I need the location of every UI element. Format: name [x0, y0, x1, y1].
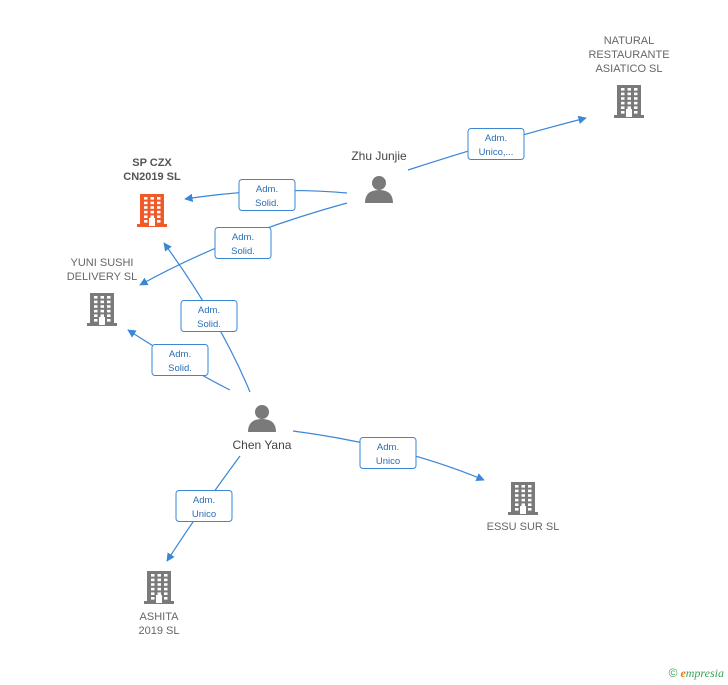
company-node-natural[interactable]: NATURAL RESTAURANTE ASIATICO SL: [588, 35, 670, 118]
person-icon: [365, 176, 393, 203]
person-icon: [248, 405, 276, 432]
person-name: Chen Yana: [233, 438, 292, 452]
role-label-text: Adm.: [198, 305, 220, 316]
company-name: NATURAL: [604, 35, 655, 47]
person-name: Zhu Junjie: [351, 149, 407, 163]
role-label-text: Unico,...: [479, 147, 514, 158]
building-icon: [137, 194, 167, 227]
copyright-symbol: ©: [668, 666, 678, 680]
role-label-text: Adm.: [485, 133, 507, 144]
edge-zhu-spczx: Adm. Solid.: [184, 179, 348, 211]
role-label-box[interactable]: [151, 344, 209, 376]
company-node-essu[interactable]: ESSU SUR SL: [487, 482, 560, 533]
role-label-box[interactable]: [180, 300, 238, 332]
brand-initial: e: [680, 666, 686, 680]
role-label-box[interactable]: [467, 128, 525, 160]
role-label-text: Solid.: [255, 198, 279, 209]
edge-chen-ashita: Adm. Unico: [166, 455, 241, 562]
role-label-text: Adm.: [256, 184, 278, 195]
building-icon: [614, 85, 644, 118]
role-label-text: Adm.: [377, 442, 399, 453]
building-icon: [87, 293, 117, 326]
role-label-text: Solid.: [168, 363, 192, 374]
company-name: ASHITA: [140, 611, 180, 623]
role-label-box[interactable]: [214, 227, 272, 259]
company-name: ESSU SUR SL: [487, 521, 560, 533]
brand-name: mpresia: [685, 666, 724, 680]
edge-chen-yuni: Adm. Solid.: [127, 329, 231, 391]
company-name: RESTAURANTE: [588, 49, 669, 61]
edge-zhu-natural: Adm. Unico,...: [407, 115, 587, 171]
edge-zhu-yuni: Adm. Solid.: [139, 202, 348, 286]
company-name: SP CZX: [132, 157, 172, 169]
company-node-yuni[interactable]: YUNI SUSHI DELIVERY SL: [67, 257, 138, 326]
role-label-text: Solid.: [231, 246, 255, 257]
empresia-watermark: © empresia: [669, 666, 724, 681]
company-name: CN2019 SL: [123, 171, 181, 183]
building-icon: [508, 482, 538, 515]
role-label-box[interactable]: [175, 490, 233, 522]
role-label-text: Unico: [192, 509, 216, 520]
company-name: ASIATICO SL: [595, 63, 662, 75]
role-label-text: Adm.: [169, 349, 191, 360]
company-name: YUNI SUSHI: [71, 257, 134, 269]
role-label-box[interactable]: [238, 179, 296, 211]
role-label-text: Adm.: [232, 232, 254, 243]
role-label-text: Solid.: [197, 319, 221, 330]
building-icon: [144, 571, 174, 604]
person-node-zhu[interactable]: Zhu Junjie: [351, 149, 407, 203]
company-node-ashita[interactable]: ASHITA 2019 SL: [139, 571, 180, 637]
role-label-text: Unico: [376, 456, 400, 467]
company-name: DELIVERY SL: [67, 271, 138, 283]
company-node-spczx[interactable]: SP CZX CN2019 SL: [123, 157, 181, 227]
company-name: 2019 SL: [139, 625, 180, 637]
role-label-box[interactable]: [359, 437, 417, 469]
edge-chen-spczx: Adm. Solid.: [163, 242, 251, 393]
edge-chen-essu: Adm. Unico: [292, 430, 485, 481]
person-node-chen[interactable]: Chen Yana: [233, 405, 292, 452]
role-label-text: Adm.: [193, 495, 215, 506]
